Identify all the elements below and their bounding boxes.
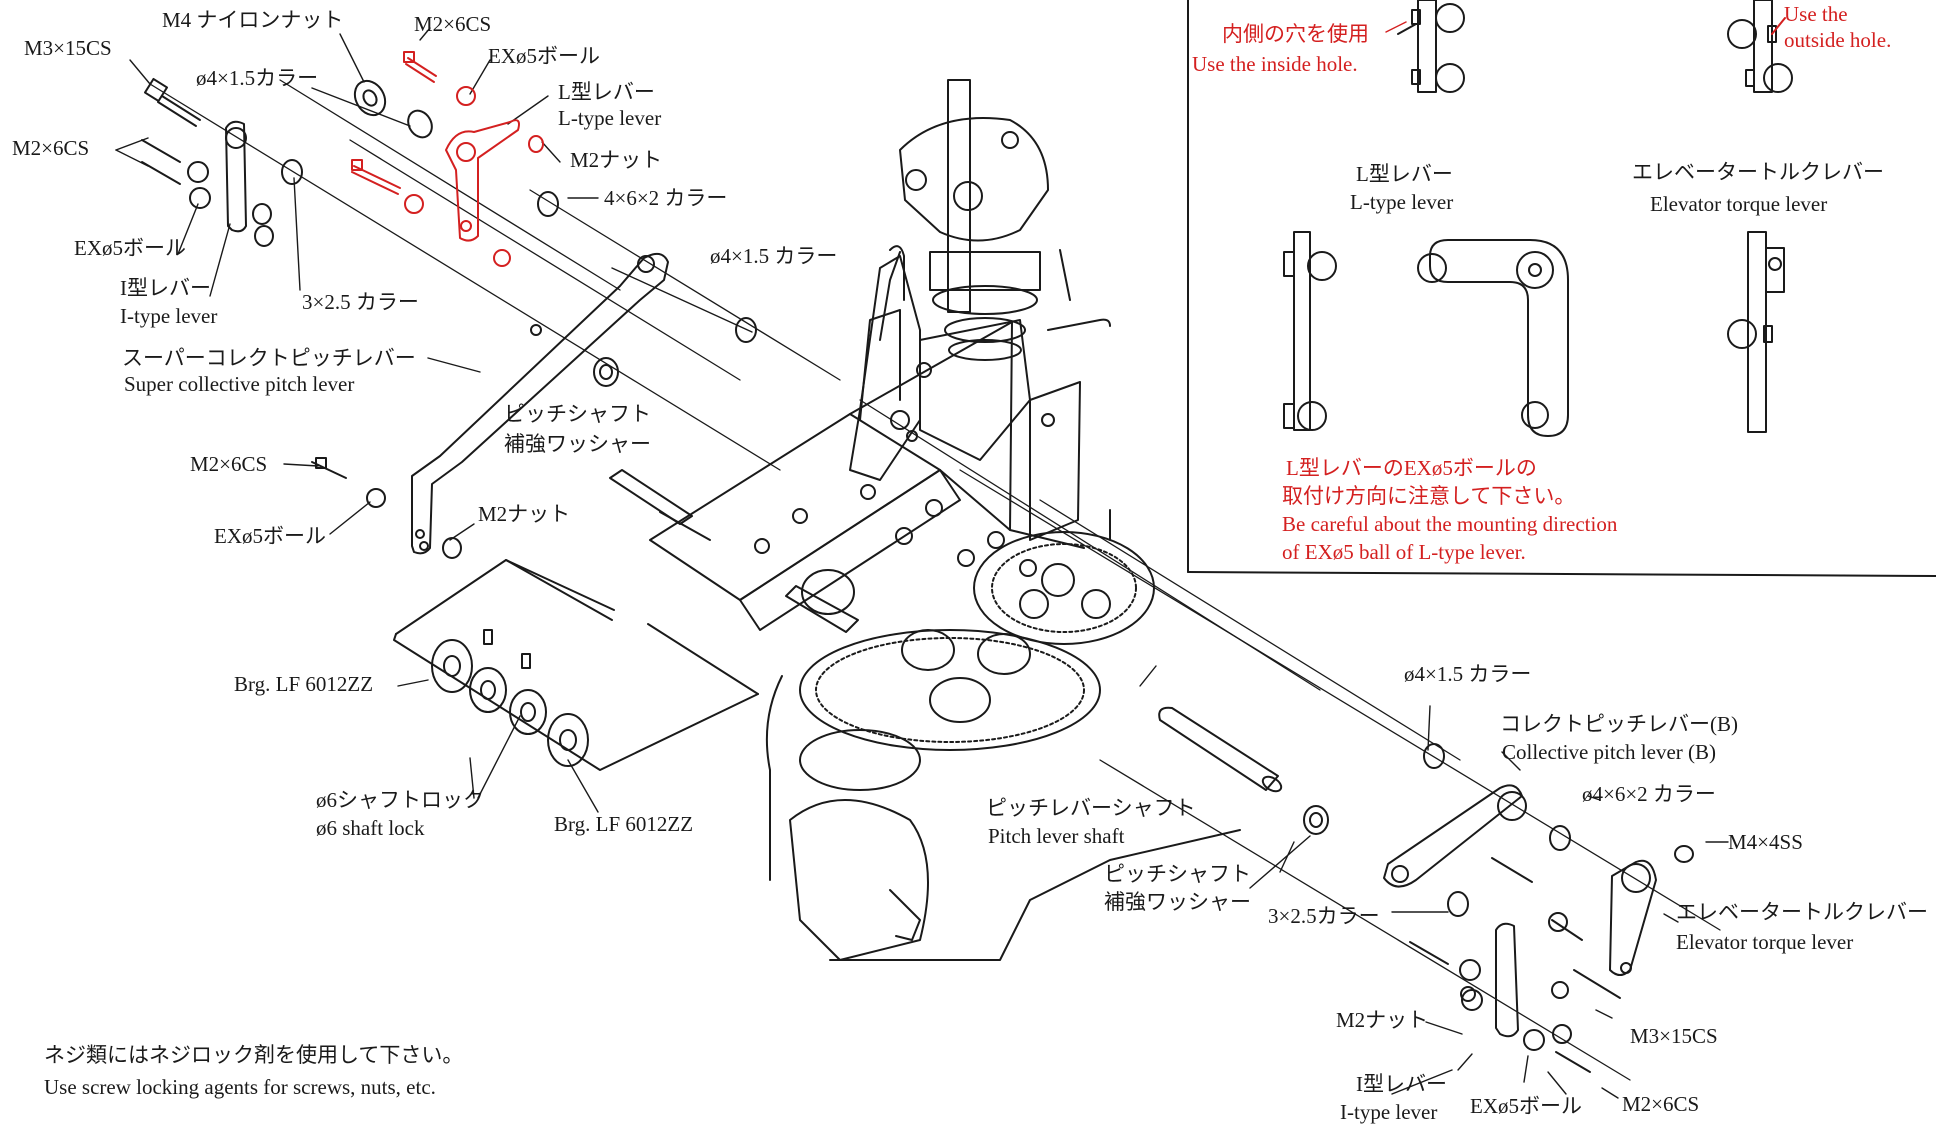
inset-elev-en: Elevator torque lever xyxy=(1650,192,1828,216)
label-collar-4x6x2: ø4×6×2 カラー xyxy=(1582,782,1716,806)
label-pitch-lever-shaft-jp: ピッチレバーシャフト xyxy=(986,796,1196,820)
label-super-cpl-en: Super collective pitch lever xyxy=(124,372,355,396)
label-collar-3x25-bottom: 3×2.5カラー xyxy=(1268,904,1380,928)
label-pitch-lever-shaft-en: Pitch lever shaft xyxy=(988,824,1125,848)
label-pitch-washer2-jp1: ピッチシャフト xyxy=(1104,862,1251,886)
label-i-type-lever-bottom-jp: I型レバー xyxy=(1356,1072,1447,1096)
inset-elevator-lever xyxy=(1727,231,1785,433)
inset-l-lever-side xyxy=(1283,231,1337,431)
label-shaft-lock-jp: ø6シャフトロック xyxy=(316,788,484,812)
label-bearing-top: Brg. LF 6012ZZ xyxy=(234,672,374,696)
label-i-type-lever-en: I-type lever xyxy=(120,304,218,328)
inset-outside-hole-lever xyxy=(1727,0,1793,93)
inset-inside-hole-en: Use the inside hole. xyxy=(1192,52,1358,76)
highlighted-parts xyxy=(351,51,544,267)
lower-right-hardware xyxy=(1303,743,1694,1073)
inset-frame xyxy=(1187,0,1936,577)
label-l-type-lever-jp: L型レバー xyxy=(558,80,655,104)
pitch-lever-shaft xyxy=(1158,706,1283,793)
super-collective-pitch-lever xyxy=(411,252,669,555)
inset-outside-hole-en2: outside hole. xyxy=(1784,28,1892,52)
bearings-shaft-locks xyxy=(393,559,759,771)
label-collar-4x15-bottom: ø4×1.5 カラー xyxy=(1404,662,1532,686)
label-pitch-washer-jp1: ピッチシャフト xyxy=(504,402,651,426)
footnote-en: Use screw locking agents for screws, nut… xyxy=(44,1075,436,1099)
label-ex5-ball-bottom: EXø5ボール xyxy=(1470,1094,1582,1118)
label-ex5-ball-top: EXø5ボール xyxy=(488,44,600,68)
label-collar-4x6x2-top: 4×6×2 カラー xyxy=(604,186,728,210)
label-m4-nylon-nut: M4 ナイロンナット xyxy=(162,8,344,32)
label-i-type-lever-jp: I型レバー xyxy=(120,276,211,300)
label-super-cpl-jp: スーパーコレクトピッチレバー xyxy=(122,346,416,370)
label-ex5-ball-left: EXø5ボール xyxy=(74,236,186,260)
leader-lines xyxy=(115,21,1729,1099)
inset-caution-en1: Be careful about the mounting direction xyxy=(1282,512,1618,536)
label-pitch-washer2-jp2: 補強ワッシャー xyxy=(1104,890,1251,914)
axis-lines xyxy=(149,79,1721,1081)
inset-l-type-en: L-type lever xyxy=(1350,190,1454,214)
top-left-hardware xyxy=(141,77,757,387)
label-m2x6cs-bottom: M2×6CS xyxy=(1622,1092,1700,1116)
inset-outside-hole-en1: Use the xyxy=(1784,2,1848,26)
label-elev-torque-en: Elevator torque lever xyxy=(1676,930,1854,954)
inset-caution-jp2: 取付け方向に注意して下さい。 xyxy=(1282,484,1576,508)
label-m2-nut-bottom: M2ナット xyxy=(1336,1008,1429,1032)
label-elev-torque-jp: エレベータートルクレバー xyxy=(1676,900,1928,924)
label-l-type-lever-en: L-type lever xyxy=(558,106,662,130)
inset-caution-jp1: L型レバーのEXø5ボールの xyxy=(1286,456,1537,480)
label-m2x6cs-mid: M2×6CS xyxy=(190,452,268,476)
inset-l-lever-front xyxy=(1417,239,1569,437)
label-bearing-bottom: Brg. LF 6012ZZ xyxy=(554,812,694,836)
inset-inside-hole-lever xyxy=(1397,0,1465,93)
inset-l-type-jp: L型レバー xyxy=(1356,162,1453,186)
label-m2-nut-mid: M2ナット xyxy=(478,502,571,526)
label-collar-4x15-top: ø4×1.5カラー xyxy=(196,66,319,90)
label-m2x6cs-top: M2×6CS xyxy=(414,12,492,36)
label-m2x6cs-left: M2×6CS xyxy=(12,136,90,160)
label-ex5-ball-mid: EXø5ボール xyxy=(214,524,326,548)
label-pitch-washer-jp2: 補強ワッシャー xyxy=(504,432,651,456)
label-collar-3x25-top: 3×2.5 カラー xyxy=(302,290,419,314)
label-m2-nut-top: M2ナット xyxy=(570,148,663,172)
label-m3x15cs-bottom: M3×15CS xyxy=(1630,1024,1718,1048)
label-cpl-b-jp: コレクトピッチレバー(B) xyxy=(1500,712,1738,736)
inset-inside-hole-jp: 内側の穴を使用 xyxy=(1222,22,1369,46)
mid-left-hardware xyxy=(311,457,462,559)
label-collar-4x15-mid: ø4×1.5 カラー xyxy=(710,244,838,268)
label-m4x4ss: M4×4SS xyxy=(1728,830,1803,854)
label-shaft-lock-en: ø6 shaft lock xyxy=(316,816,425,840)
label-m3x15cs-top: M3×15CS xyxy=(24,36,112,60)
inset-caution-en2: of EXø5 ball of L-type lever. xyxy=(1282,540,1526,564)
label-i-type-lever-bottom-en: I-type lever xyxy=(1340,1100,1438,1124)
main-frame xyxy=(609,79,1241,961)
inset-elev-jp: エレベータートルクレバー xyxy=(1632,160,1884,184)
label-cpl-b-en: Collective pitch lever (B) xyxy=(1502,740,1717,764)
footnote-jp: ネジ類にはネジロック剤を使用して下さい。 xyxy=(44,1043,464,1067)
